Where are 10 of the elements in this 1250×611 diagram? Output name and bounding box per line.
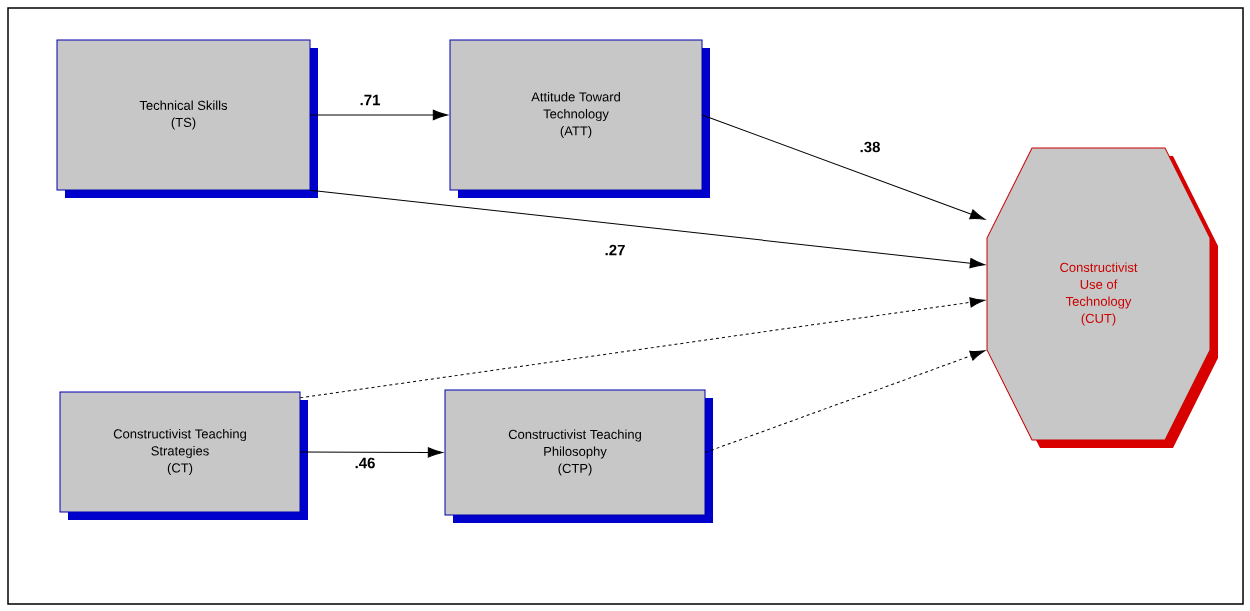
arrow — [299, 297, 985, 399]
variable-box: Constructivist Teaching Philosophy (CTP) — [444, 389, 713, 523]
arrow — [309, 109, 448, 121]
variable-box: Constructivist Teaching Strategies (CT) — [59, 391, 308, 520]
arrow — [704, 350, 986, 453]
arrow — [701, 114, 986, 220]
arrow — [309, 189, 985, 269]
variable-box: Technical Skills (TS) — [56, 39, 318, 198]
octagon-node: Constructivist Use of Technology (CUT) — [986, 147, 1218, 448]
variable-box: Attitude Toward Technology (ATT) — [449, 39, 710, 198]
